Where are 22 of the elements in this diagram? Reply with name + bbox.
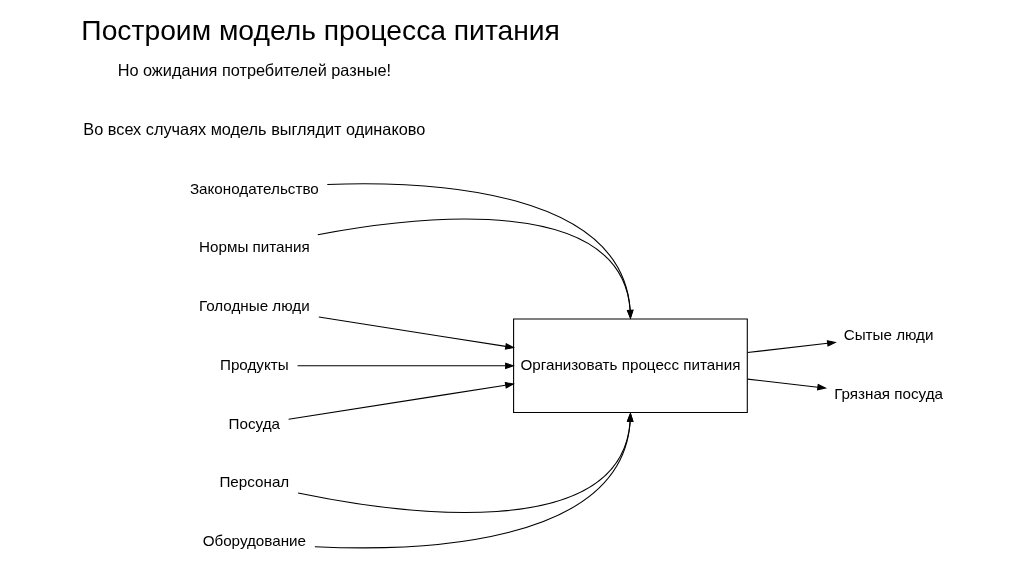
- node-box: Организовать процесс питания: [512, 318, 748, 414]
- arrow: [317, 316, 515, 350]
- arrow: [297, 412, 634, 513]
- node-text: Сытые люди: [843, 326, 933, 344]
- node-text: Голодные люди: [198, 297, 310, 315]
- arrow: [287, 381, 515, 420]
- node-text: Законодательство: [189, 179, 319, 197]
- label: Во всех случаях модель выглядит одинаково: [82, 119, 425, 138]
- arrow: [746, 339, 837, 354]
- node-text: Продукты: [219, 355, 289, 373]
- node-text: Грязная посуда: [833, 385, 943, 403]
- node-text: Нормы питания: [198, 238, 310, 256]
- arrow: [296, 362, 515, 370]
- node-text: Оборудование: [202, 531, 306, 549]
- diagram-title: Построим модель процесса питания: [80, 13, 560, 46]
- arrow: [746, 378, 827, 391]
- arrow: [313, 412, 634, 549]
- arrow: [316, 218, 634, 320]
- node-text: Посуда: [228, 414, 280, 432]
- label: Но ожидания потребителей разные!: [117, 61, 391, 80]
- node-text: Персонал: [218, 473, 289, 491]
- arrow: [326, 183, 634, 320]
